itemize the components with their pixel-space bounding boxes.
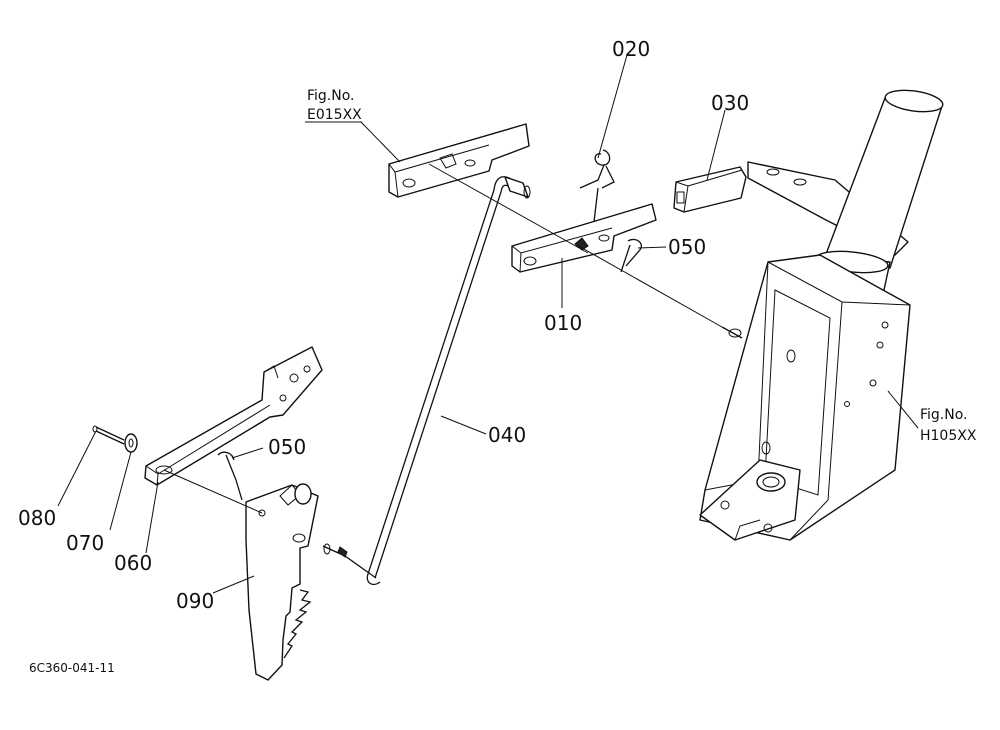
- callout-080: 080: [18, 506, 56, 530]
- washer-070: [124, 433, 138, 453]
- callout-010: 010: [544, 311, 582, 335]
- cotter-pin-050-lower: [217, 451, 243, 501]
- callout-050-upper: 050: [668, 235, 706, 259]
- link-plate-010: [511, 203, 657, 273]
- reference-e015-line1: Fig.No.: [307, 88, 355, 104]
- callout-040: 040: [488, 423, 526, 447]
- clevis-pin-housing: [721, 326, 743, 339]
- callout-060: 060: [114, 551, 152, 575]
- reference-h105-line2: H105XX: [920, 428, 977, 444]
- callout-030: 030: [711, 91, 749, 115]
- callout-050-lower: 050: [268, 435, 306, 459]
- assembly-lines: [57, 54, 919, 594]
- grip-030: [673, 166, 747, 213]
- reference-h105-line1: Fig.No.: [920, 407, 968, 423]
- rod-040: [322, 176, 531, 586]
- callout-070: 070: [66, 531, 104, 555]
- steering-column-housing: [699, 89, 944, 541]
- callout-090: 090: [176, 589, 214, 613]
- lever-arm-060: [144, 346, 323, 486]
- diagram-code: 6C360-041-11: [29, 661, 115, 675]
- reference-e015-line2: E015XX: [307, 107, 362, 123]
- callout-labels: 020 030 050 010 040 050 080 070 060 090 …: [18, 37, 977, 675]
- upper-link-reference: [388, 123, 530, 198]
- spring-020: [579, 149, 615, 223]
- pedal-plate-090: [245, 483, 319, 681]
- cotter-pin-050-upper: [620, 238, 642, 273]
- callout-020: 020: [612, 37, 650, 61]
- pin-080: [92, 425, 125, 445]
